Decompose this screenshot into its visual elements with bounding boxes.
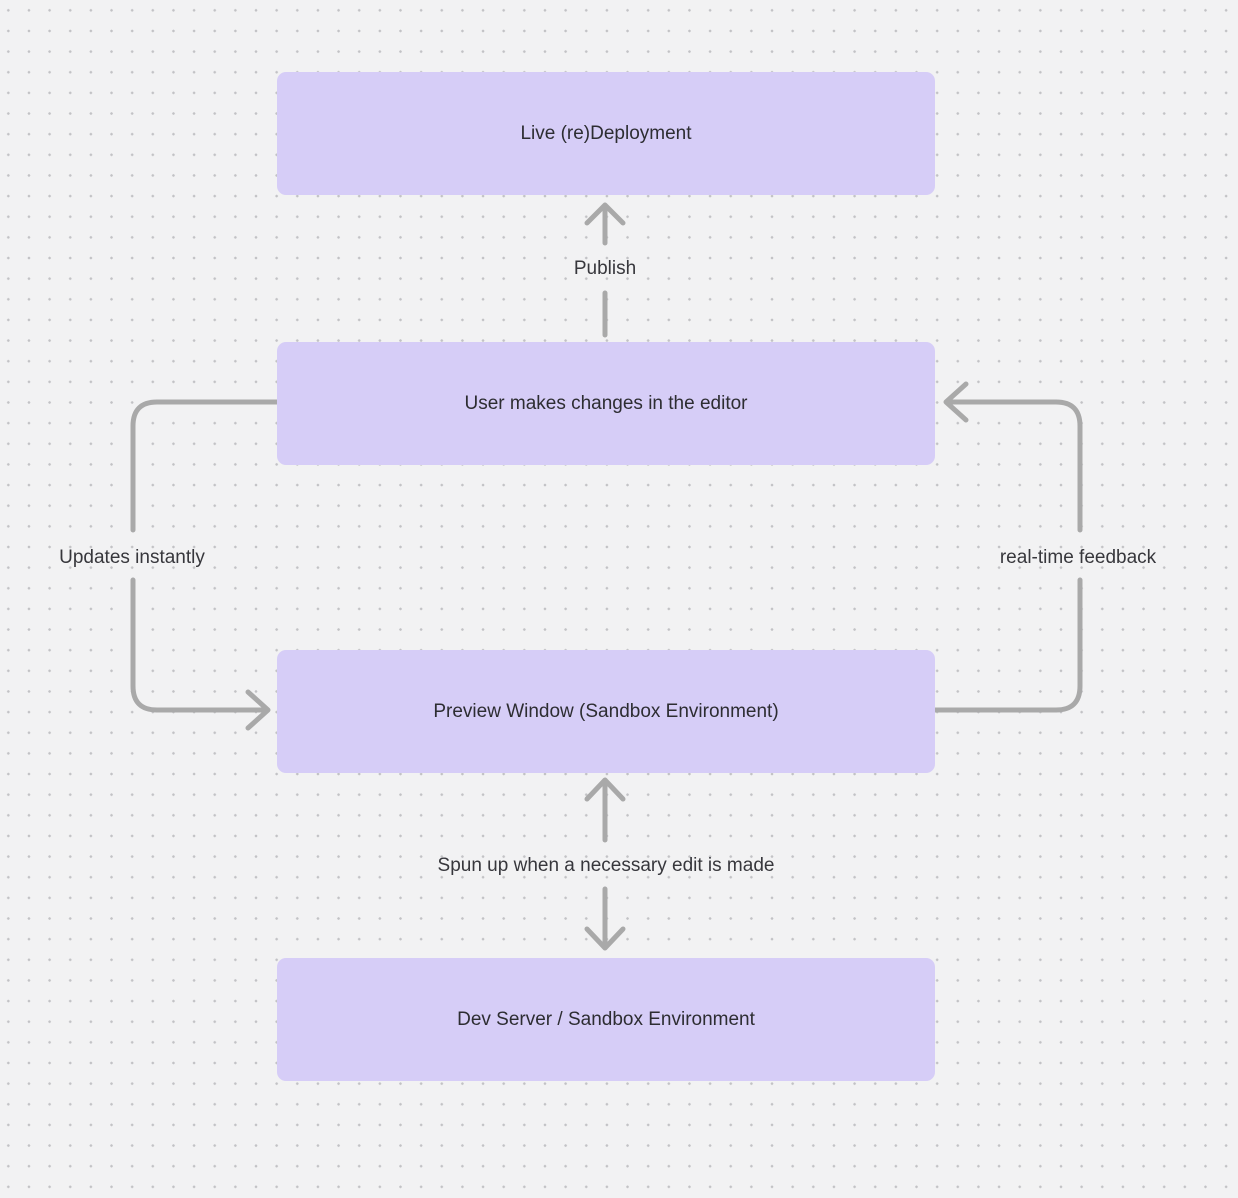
- node-user-editor-changes[interactable]: User makes changes in the editor: [277, 342, 935, 465]
- arrowhead-right-icon: [245, 689, 271, 731]
- node-preview-window[interactable]: Preview Window (Sandbox Environment): [277, 650, 935, 773]
- node-label: User makes changes in the editor: [464, 392, 748, 414]
- node-label: Preview Window (Sandbox Environment): [433, 700, 779, 722]
- node-label: Live (re)Deployment: [520, 122, 692, 144]
- edge-label-updates-instantly: Updates instantly: [59, 547, 205, 568]
- edge-label-spun-up: Spun up when a necessary edit is made: [437, 855, 775, 876]
- edge-label-publish: Publish: [573, 258, 637, 279]
- arrowhead-left-icon: [943, 381, 969, 423]
- arrowhead-up-icon: [584, 777, 626, 802]
- node-live-redeployment[interactable]: Live (re)Deployment: [277, 72, 935, 195]
- node-dev-server[interactable]: Dev Server / Sandbox Environment: [277, 958, 935, 1081]
- arrowhead-down-icon: [584, 926, 626, 951]
- edge-label-realtime-feedback: real-time feedback: [999, 547, 1157, 568]
- node-label: Dev Server / Sandbox Environment: [457, 1008, 755, 1030]
- arrowhead-up-icon: [584, 202, 626, 226]
